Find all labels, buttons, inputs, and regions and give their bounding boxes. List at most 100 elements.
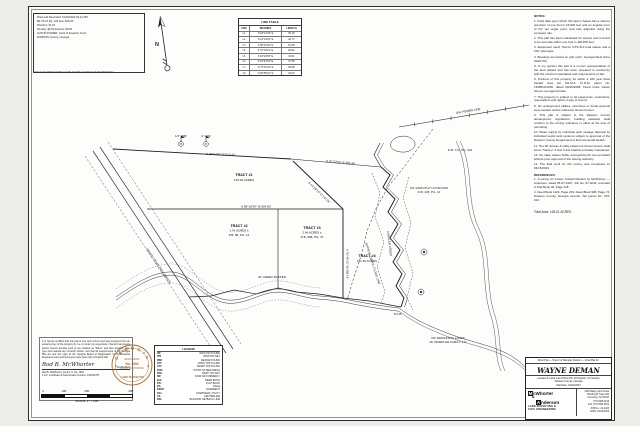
line-id: L4 <box>239 48 250 53</box>
legend-abbr: IPS <box>157 355 162 359</box>
line-id: L1 <box>239 31 250 37</box>
logo-a-square: A <box>536 399 541 405</box>
line-id: L5 <box>239 53 250 59</box>
legend-meaning: PAGE <box>213 385 220 389</box>
legend-meaning: POINT OF BEGINNING <box>193 368 220 372</box>
contact-line: FAX (770) 888-0152 <box>588 404 609 407</box>
legend-meaning: EASEMENT <box>206 388 220 392</box>
signature-date: 10-05-2022 <box>116 365 130 369</box>
legend-meaning: IRON PIN FOUND <box>199 352 220 355</box>
line-length: 33.61' <box>288 54 295 58</box>
line-id: L6 <box>239 59 250 65</box>
scale-bar-labels: 0 100' 200' 400' <box>41 389 133 393</box>
plat-drawing: TRACT #1 ±10.02 ACRES TRACT #2 1.76 ACRE… <box>84 103 530 371</box>
firm-tagline: LAND SURVEYING & <box>528 405 557 409</box>
legend-row: D.B. DEED BOOK <box>157 379 220 382</box>
recording-stamp-line: JUSTIN POWER, Clerk of Superior Court <box>37 31 87 35</box>
recording-stamp-line: Bk: PLAT Pg: 126 Fee: $10.00 <box>37 19 74 23</box>
legend-meaning: DEED BOOK <box>205 378 220 382</box>
line-bearing: S 81°42'18" E <box>250 59 282 65</box>
tract1-name: TRACT #1 <box>235 173 252 177</box>
pond-outline <box>390 135 416 153</box>
authorization-line: L.S.F. Certificate of Authorization Numb… <box>42 373 100 377</box>
note-item: 6. Portions of this property lie within … <box>534 77 610 94</box>
legend-abbr: R/W <box>157 371 162 375</box>
pin-label: 1/2" RBF <box>175 134 187 138</box>
logo-mcwhorter: cWhorter <box>533 390 554 396</box>
line-length: 42.77' <box>288 37 295 41</box>
surveyor-certification: It is hereby certified that this plat is… <box>39 337 133 401</box>
scale-label: 200' <box>84 389 90 393</box>
note-item: 5. In my opinion this plat is a correct … <box>534 64 610 76</box>
recording-stamp-line: Penalty: $0.00 Interest: $0.00 <box>37 27 73 31</box>
line-length: 35.10' <box>288 32 295 36</box>
line-id: L3 <box>239 42 250 48</box>
line-table-row: L5 S 64°20'55" E 33.61' <box>239 53 301 60</box>
adjoiner-ref: OF WAMPLER FAMILY, L.P. <box>429 340 467 344</box>
legend-row: BSL BUILDING SETBACK LINE <box>157 398 220 401</box>
contact-line: DATE: 04/21/2023 <box>590 410 609 413</box>
adjoiner-ref: D.B. 445, PG. 12 <box>418 190 441 194</box>
gravel-road-lines <box>84 141 242 359</box>
bearing-label: N 89°18'40" W 654.80' <box>241 205 272 209</box>
line-length: 47.25' <box>288 60 295 64</box>
property-boundary-lines <box>112 148 402 308</box>
location-lines: Located in Land Lots 678 & 679, 4th Dist… <box>526 376 611 390</box>
legend-abbr: POB <box>157 368 163 372</box>
legend-row: POB POINT OF BEGINNING <box>157 369 220 372</box>
line-table-body: L1 N 04°12'33" E 35.10' L2 N 12°44'02" E… <box>239 31 301 76</box>
legend-meaning: OVERHEAD UTILITY <box>195 391 220 395</box>
legend-abbr: IPF <box>157 352 161 355</box>
note-item: 8. No underground utilities, structures … <box>534 103 610 112</box>
surveyor-name-line: Rod B. McWhorter, GA R.L.S. No. 2654 <box>42 370 84 374</box>
secondary-road-curve <box>455 140 506 371</box>
monument-pin-icon <box>178 136 428 296</box>
reference-item: 2. Deed Book 1124, Page 233; Deed Book 9… <box>534 190 611 203</box>
legend-entries: IPF IRON PIN FOUND IPS IRON PIN SET RBF … <box>157 352 220 402</box>
note-item: 2. This plat has been calculated for clo… <box>534 36 610 45</box>
north-arrow-icon: N <box>155 16 171 72</box>
scale-bar-segments <box>41 393 133 399</box>
line-table-row: L8 N 66°55'21" E 44.02' <box>239 70 301 76</box>
line-id: L2 <box>239 37 250 42</box>
legend-meaning: RIGHT OF WAY <box>201 371 220 375</box>
legend-abbr: ESMT <box>157 388 164 392</box>
bearing-label: S 44°29'10" E 142.06' <box>307 181 331 204</box>
line-id: L7 <box>239 65 250 70</box>
line-table-row: L2 N 12°44'02" E 42.77' <box>239 37 301 43</box>
creek-lines <box>371 142 414 311</box>
legend-abbr: O/H <box>157 391 162 395</box>
contact-line: JOB No.: 23-1405 <box>590 407 609 410</box>
note-item: 13. The field work for this survey was c… <box>534 162 610 171</box>
legend-meaning: RE-BAR FOUND <box>200 358 220 362</box>
contact-line: Building B, Suite 200 <box>587 394 609 397</box>
title-block: Minor Plat — Tract 2 of Wampler Division… <box>525 357 612 420</box>
references-list: 1. A survey for Foster Colwell Marand by… <box>534 177 611 203</box>
bearing-label: S 01°40'12" W 289.15' <box>346 249 350 279</box>
logo-ampersand: & <box>532 395 535 400</box>
seal-name: ROD B. McWHORTER <box>120 368 144 370</box>
legend-meaning: CENTERLINE <box>204 395 220 399</box>
seal-registered: REGISTERED <box>125 359 140 361</box>
legend-title: LEGEND <box>157 347 220 352</box>
firm-tagline2: CIVIL ENGINEERING <box>528 408 556 412</box>
contact-line: Cumming, GA 30040 <box>587 397 609 400</box>
scale-label: 0 <box>42 389 44 393</box>
road-label: GRAVEL ROAD (R/W VARIES) <box>145 247 172 284</box>
bearing-label: S 87°22'05" E 395.44' <box>326 159 356 166</box>
location-line: Plat Date: 04/21/2023 <box>556 383 581 387</box>
line-table-row: L6 S 81°42'18" E 47.25' <box>239 59 301 66</box>
line-table-header-cell: BEARING <box>250 26 282 31</box>
total-area: Total Area: ±26.01 ACRES <box>534 210 572 215</box>
legend-abbr: D.B. <box>157 378 162 382</box>
line-bearing: S 64°20'55" E <box>250 53 282 59</box>
line-table-row: L7 N 72°10'44" E 39.88' <box>239 65 301 71</box>
adjoiner-label: N/F DOROTHY LUNSFORD <box>410 186 449 190</box>
note-item: 10. Water supply by individual well; sew… <box>534 130 610 143</box>
line-table-header-cell: LENGTH <box>286 26 297 30</box>
note-item: 3. Equipment used: Topcon GTS-313 total … <box>534 45 610 54</box>
stream-lines <box>115 263 529 371</box>
